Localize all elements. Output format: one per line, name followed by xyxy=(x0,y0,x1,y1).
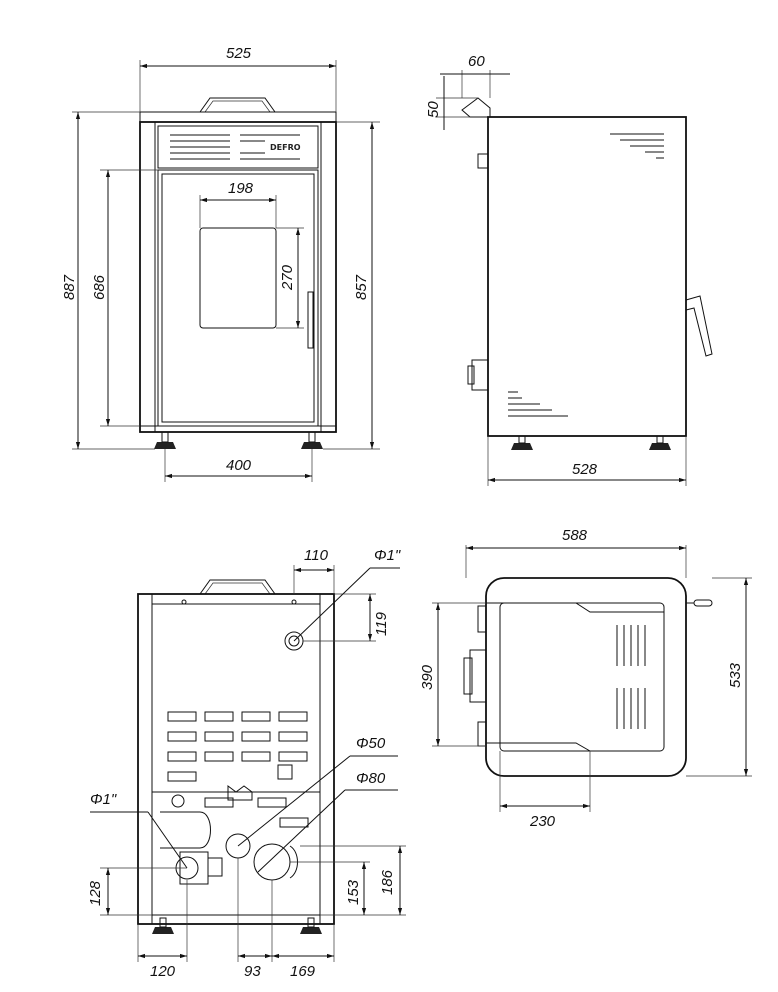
dim-top-588: 588 xyxy=(562,527,588,544)
dim-top-230: 230 xyxy=(529,813,556,830)
dim-glass-270: 270 xyxy=(279,264,296,291)
dim-feet-400: 400 xyxy=(226,457,252,474)
label-top-1in: Φ1" xyxy=(374,547,401,564)
dim-height-153: 153 xyxy=(345,879,362,905)
dim-width-525: 525 xyxy=(226,45,252,62)
front-view: DEFRO 525 887 857 686 198 xyxy=(61,45,380,482)
glass-window xyxy=(199,227,277,329)
side-vents-top xyxy=(610,133,664,159)
foot-right xyxy=(301,442,323,449)
flue-80 xyxy=(253,843,291,881)
back-vents xyxy=(167,711,309,828)
label-left-1in: Φ1" xyxy=(90,791,117,808)
label-flue-80: Φ80 xyxy=(356,770,386,787)
dim-height-186: 186 xyxy=(379,869,396,895)
label-inlet-50: Φ50 xyxy=(356,735,386,752)
foot-left xyxy=(154,442,176,449)
brand-logo: DEFRO xyxy=(270,143,301,152)
flue-outlet xyxy=(461,97,491,118)
dim-offset-120: 120 xyxy=(150,963,176,980)
side-handle xyxy=(685,295,713,357)
dim-top-390: 390 xyxy=(419,664,436,690)
back-view: 110 119 Φ1" Φ1" Φ50 Φ80 128 153 186 120 xyxy=(87,547,406,980)
top-vents xyxy=(616,625,646,729)
dim-offset-110: 110 xyxy=(304,547,329,564)
top-handle xyxy=(693,599,713,607)
dim-height-686: 686 xyxy=(91,274,108,300)
dim-glass-198: 198 xyxy=(228,180,254,197)
dim-height-857: 857 xyxy=(353,274,370,300)
dim-drop-119: 119 xyxy=(373,611,390,636)
dim-height-887: 887 xyxy=(61,274,78,300)
dim-offset-93: 93 xyxy=(244,963,261,980)
dim-height-128: 128 xyxy=(87,880,104,906)
dim-offset-169: 169 xyxy=(290,963,316,980)
top-view: 588 533 390 230 xyxy=(419,527,752,830)
control-box xyxy=(277,764,293,780)
dim-flue-60: 60 xyxy=(468,53,485,70)
dim-depth-528: 528 xyxy=(572,461,598,478)
dim-flue-50: 50 xyxy=(425,101,442,118)
side-view: 60 50 528 xyxy=(425,53,713,486)
dim-top-533: 533 xyxy=(727,662,744,688)
side-vents-bottom xyxy=(508,391,568,417)
door-handle xyxy=(307,291,314,349)
front-louvres xyxy=(170,134,300,160)
